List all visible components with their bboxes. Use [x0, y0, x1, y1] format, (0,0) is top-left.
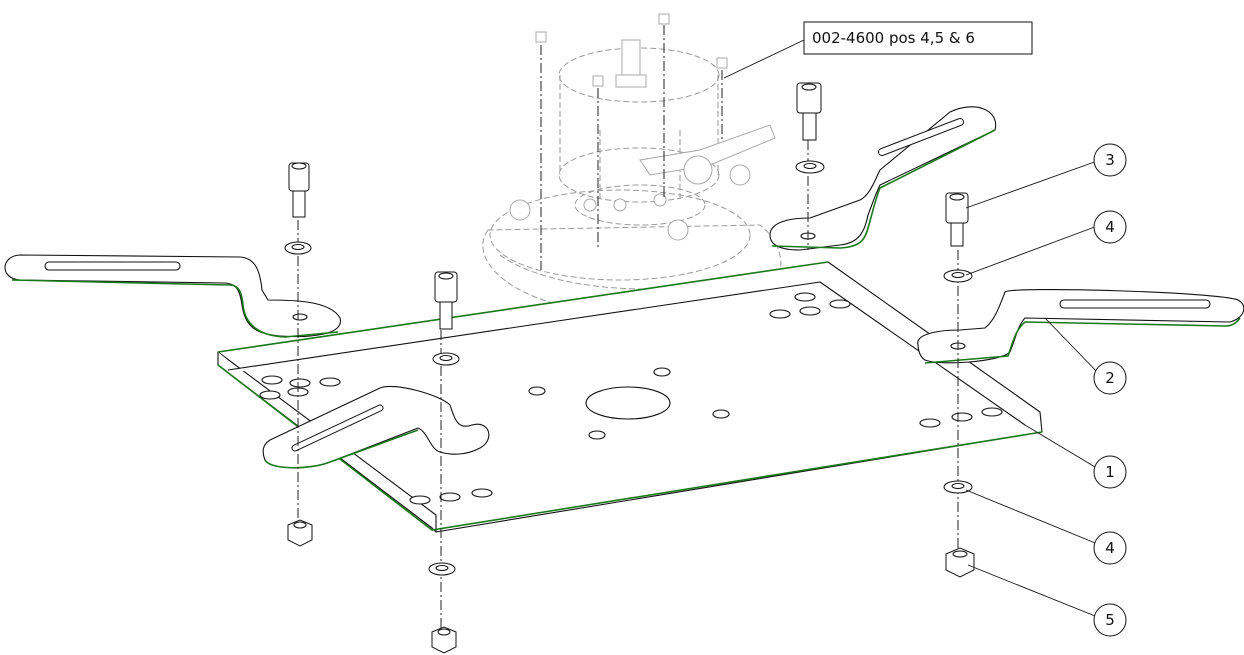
bolt-right	[945, 192, 969, 247]
balloon-5: 5	[1093, 603, 1127, 637]
balloon-3: 3	[1093, 143, 1127, 177]
washers	[284, 160, 973, 576]
balloon-4-lower-label: 4	[1105, 539, 1115, 557]
balloon-2: 2	[1093, 361, 1127, 395]
nuts	[287, 519, 975, 654]
balloon-2-label: 2	[1105, 369, 1115, 387]
base-plate	[217, 261, 1043, 533]
note-callout: 002-4600 pos 4,5 & 6	[803, 21, 1033, 55]
arm-left-back	[4, 254, 341, 338]
bolt-left	[288, 162, 310, 218]
ghost-mount-assembly	[482, 13, 782, 314]
balloon-5-label: 5	[1105, 611, 1115, 629]
balloon-3-label: 3	[1105, 151, 1115, 169]
balloon-1-label: 1	[1105, 463, 1115, 481]
balloon-4-upper-label: 4	[1105, 218, 1115, 236]
leader-lines	[723, 39, 1101, 619]
balloon-4-lower: 4	[1093, 531, 1127, 565]
note-label: 002-4600 pos 4,5 & 6	[812, 29, 975, 47]
arm-front-left	[262, 386, 490, 469]
bolt-right-back	[796, 82, 822, 141]
arm-right-front	[917, 289, 1244, 364]
center-lines	[297, 140, 959, 640]
bolt-center	[434, 271, 458, 330]
balloon-4-upper: 4	[1093, 210, 1127, 244]
arm-right-back	[769, 106, 997, 251]
balloon-1: 1	[1093, 455, 1127, 489]
